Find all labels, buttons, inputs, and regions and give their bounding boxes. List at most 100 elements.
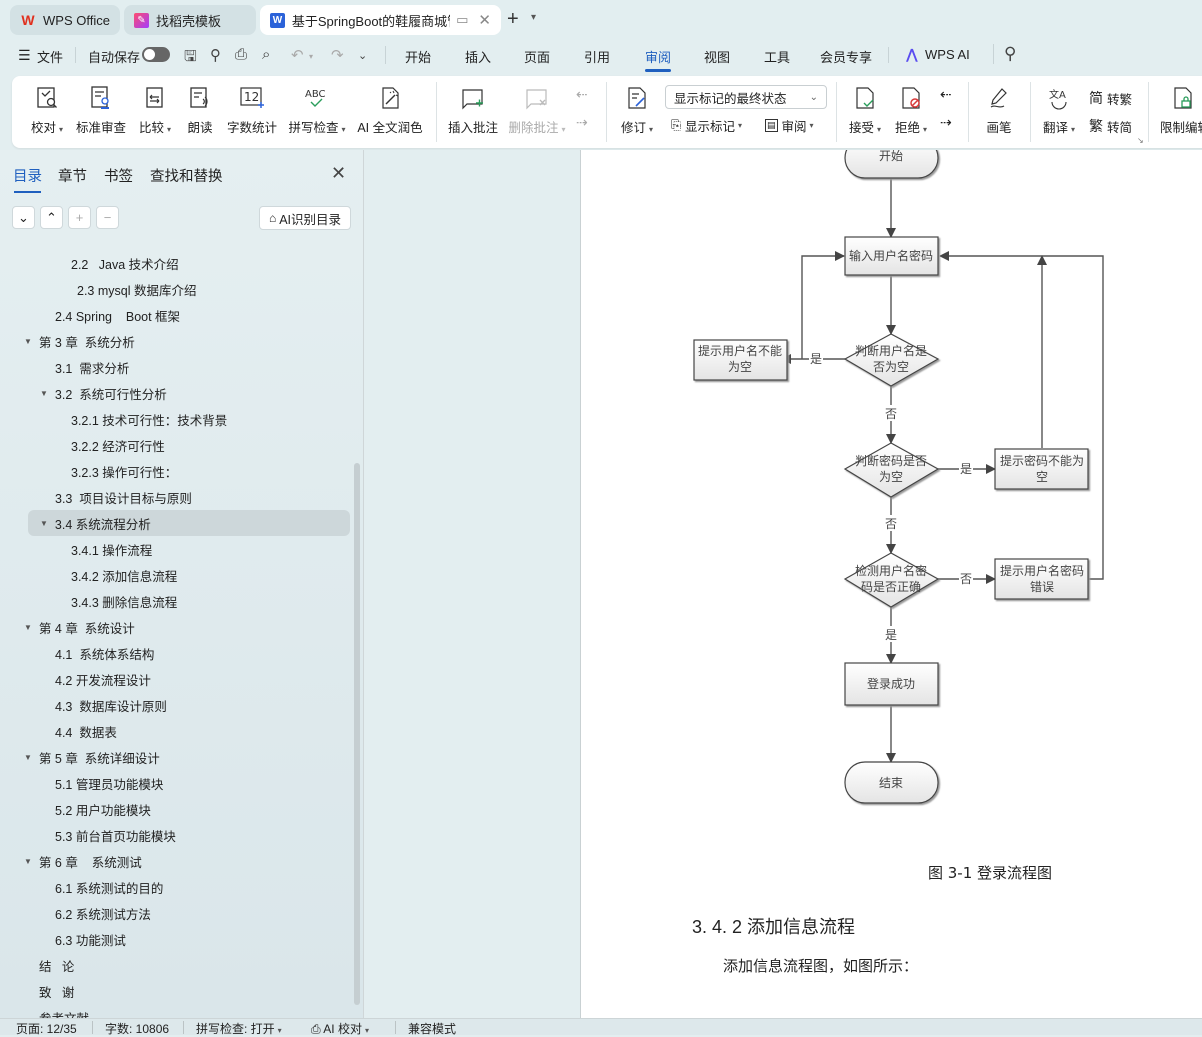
new-tab-button[interactable]: + bbox=[507, 8, 519, 30]
menu-view[interactable]: 视图 bbox=[704, 50, 731, 65]
tab-find-replace[interactable]: 查找和替换 bbox=[150, 169, 223, 185]
undo-icon[interactable]: ↶ bbox=[291, 47, 304, 64]
toc-item[interactable]: ▼第 4 章 系统设计 bbox=[24, 621, 135, 636]
pen-button[interactable]: 画笔 bbox=[982, 76, 1016, 136]
toc-item[interactable]: ▼3.2 系统可行性分析 bbox=[40, 387, 167, 402]
save-icon[interactable]: 🖫 bbox=[184, 48, 197, 65]
delete-comment-button[interactable]: 删除批注▾ bbox=[508, 76, 566, 136]
share-icon[interactable]: ⚲ bbox=[210, 47, 221, 64]
next-comment-icon[interactable]: ⇢ bbox=[576, 114, 588, 130]
toc-item[interactable]: 3.2.2 经济可行性 bbox=[71, 439, 165, 454]
expand-triangle-icon[interactable]: ▼ bbox=[24, 336, 32, 346]
expand-triangle-icon[interactable]: ▼ bbox=[24, 752, 32, 762]
previous-change-icon[interactable]: ⇠ bbox=[940, 86, 952, 102]
toc-item[interactable]: 4.3 数据库设计原则 bbox=[55, 699, 167, 714]
ai-proofread-status[interactable]: ⎙ AI 校对▾ bbox=[311, 1022, 369, 1036]
insert-comment-button[interactable]: 插入批注 bbox=[448, 76, 498, 136]
toc-item[interactable]: ▼3.4 系统流程分析 bbox=[28, 510, 350, 536]
to-simplified-button[interactable]: 繁转简 bbox=[1089, 118, 1133, 135]
toc-item[interactable]: 2.2 Java 技术介绍 bbox=[71, 257, 179, 272]
toc-item[interactable]: 5.2 用户功能模块 bbox=[55, 803, 151, 818]
redo-icon[interactable]: ↷ bbox=[331, 47, 344, 64]
ai-toc-button[interactable]: ⌂ AI识别目录 bbox=[259, 206, 351, 230]
menu-tools[interactable]: 工具 bbox=[764, 50, 791, 65]
toc-item[interactable]: ▼第 3 章 系统分析 bbox=[24, 335, 135, 350]
demote-level-button[interactable]: − bbox=[96, 206, 119, 229]
review-pane-button[interactable]: ▤审阅▾ bbox=[765, 119, 814, 134]
markup-display-select[interactable]: 显示标记的最终状态 ⌄ bbox=[665, 85, 827, 109]
toc-item[interactable]: 3.3 项目设计目标与原则 bbox=[55, 491, 192, 506]
autosave-toggle[interactable] bbox=[142, 47, 170, 62]
toc-item[interactable]: 4.2 开发流程设计 bbox=[55, 673, 151, 688]
proofread-button[interactable]: 校对▾ bbox=[28, 76, 66, 136]
tab-docer-templates[interactable]: ✎ 找稻壳模板 bbox=[124, 5, 256, 35]
track-changes-button[interactable]: 修订▾ bbox=[618, 76, 656, 136]
toc-item[interactable]: 3.4.3 删除信息流程 bbox=[71, 595, 178, 610]
menu-page[interactable]: 页面 bbox=[524, 50, 551, 65]
tab-bookmarks[interactable]: 书签 bbox=[104, 169, 133, 185]
toc-item[interactable]: ▼第 5 章 系统详细设计 bbox=[24, 751, 160, 766]
tab-document[interactable]: W 基于SpringBoot的鞋履商城管 ▭ ✕ bbox=[260, 5, 501, 35]
next-change-icon[interactable]: ⇢ bbox=[940, 114, 952, 130]
menu-insert[interactable]: 插入 bbox=[465, 50, 492, 65]
spell-check-status[interactable]: 拼写检查: 打开▾ bbox=[196, 1022, 282, 1036]
expand-triangle-icon[interactable]: ▼ bbox=[40, 388, 48, 398]
toc-item[interactable]: 3.1 需求分析 bbox=[55, 361, 130, 376]
toc-item[interactable]: 2.3 mysql 数据库介绍 bbox=[77, 283, 197, 298]
toc-item[interactable]: 6.3 功能测试 bbox=[55, 933, 126, 948]
toc-item[interactable]: 5.3 前台首页功能模块 bbox=[55, 829, 176, 844]
toc-item[interactable]: 3.2.1 技术可行性：技术背景 bbox=[71, 413, 228, 428]
tab-sections[interactable]: 章节 bbox=[58, 169, 87, 185]
previous-comment-icon[interactable]: ⇠ bbox=[576, 86, 588, 102]
page-indicator[interactable]: 页面: 12/35 bbox=[16, 1022, 77, 1036]
close-tab-icon[interactable]: ✕ bbox=[478, 12, 491, 29]
compare-button[interactable]: 比较▾ bbox=[136, 76, 174, 136]
search-icon[interactable]: ⚲ bbox=[1004, 44, 1017, 63]
word-count-button[interactable]: 12 字数统计 bbox=[226, 76, 278, 136]
more-chevron-icon[interactable]: ⌄ bbox=[358, 50, 368, 62]
show-markup-button[interactable]: ⎘显示标记▾ bbox=[671, 118, 743, 134]
toc-item[interactable]: 致 谢 bbox=[39, 985, 75, 1000]
toc-item[interactable]: 3.2.3 操作可行性： bbox=[71, 465, 178, 480]
dialog-launcher-icon[interactable]: ↘ bbox=[1137, 136, 1144, 145]
menu-review[interactable]: 审阅 bbox=[645, 47, 672, 72]
collapse-up-button[interactable]: ⌃ bbox=[40, 206, 63, 229]
screen-icon[interactable]: ▭ bbox=[456, 12, 469, 27]
close-pane-icon[interactable]: ✕ bbox=[331, 163, 347, 183]
print-icon[interactable]: ⎙ bbox=[235, 46, 248, 63]
expand-triangle-icon[interactable]: ▼ bbox=[24, 622, 32, 632]
tab-list-chevron-icon[interactable]: ▾ bbox=[531, 12, 537, 23]
menu-member[interactable]: 会员专享 bbox=[820, 50, 873, 65]
toc-item[interactable]: 4.1 系统体系结构 bbox=[55, 647, 155, 662]
read-aloud-button[interactable]: 朗读 bbox=[184, 76, 216, 136]
expand-down-button[interactable]: ⌄ bbox=[12, 206, 35, 229]
toc-item[interactable]: 6.1 系统测试的目的 bbox=[55, 881, 164, 896]
spell-check-button[interactable]: ABC 拼写检查▾ bbox=[287, 76, 347, 136]
menu-wps-ai[interactable]: WPS AI bbox=[925, 47, 970, 62]
print-preview-icon[interactable]: ⌕ bbox=[262, 46, 271, 63]
restrict-edit-button[interactable]: 限制编辑 bbox=[1160, 76, 1202, 136]
reject-button[interactable]: 拒绝▾ bbox=[892, 76, 930, 136]
menu-file[interactable]: 文件 bbox=[37, 50, 64, 65]
toc-item[interactable]: 4.4 数据表 bbox=[55, 725, 117, 740]
accept-button[interactable]: 接受▾ bbox=[846, 76, 884, 136]
expand-triangle-icon[interactable]: ▼ bbox=[24, 856, 32, 866]
menu-home[interactable]: 开始 bbox=[405, 50, 432, 65]
ai-polish-button[interactable]: AI 全文润色 bbox=[356, 76, 424, 136]
standard-review-button[interactable]: 标准审查 bbox=[76, 76, 126, 136]
toc-item[interactable]: 3.4.1 操作流程 bbox=[71, 543, 153, 558]
expand-triangle-icon[interactable]: ▼ bbox=[40, 518, 48, 528]
tab-toc[interactable]: 目录 bbox=[13, 165, 42, 193]
toc-item[interactable]: 2.4 Spring Boot 框架 bbox=[55, 309, 181, 324]
toc-item[interactable]: 5.1 管理员功能模块 bbox=[55, 777, 164, 792]
tab-wps-office[interactable]: W WPS Office bbox=[10, 5, 120, 35]
toc-item[interactable]: 3.4.2 添加信息流程 bbox=[71, 569, 178, 584]
to-traditional-button[interactable]: 简转繁 bbox=[1089, 90, 1133, 107]
toc-scrollbar[interactable] bbox=[354, 463, 360, 1005]
toc-item[interactable]: ▼第 6 章 系统测试 bbox=[24, 855, 142, 870]
toc-item[interactable]: 6.2 系统测试方法 bbox=[55, 907, 151, 922]
undo-dropdown-icon[interactable]: ▾ bbox=[309, 52, 314, 61]
promote-level-button[interactable]: + bbox=[68, 206, 91, 229]
toc-item[interactable]: 结 论 bbox=[39, 959, 75, 974]
